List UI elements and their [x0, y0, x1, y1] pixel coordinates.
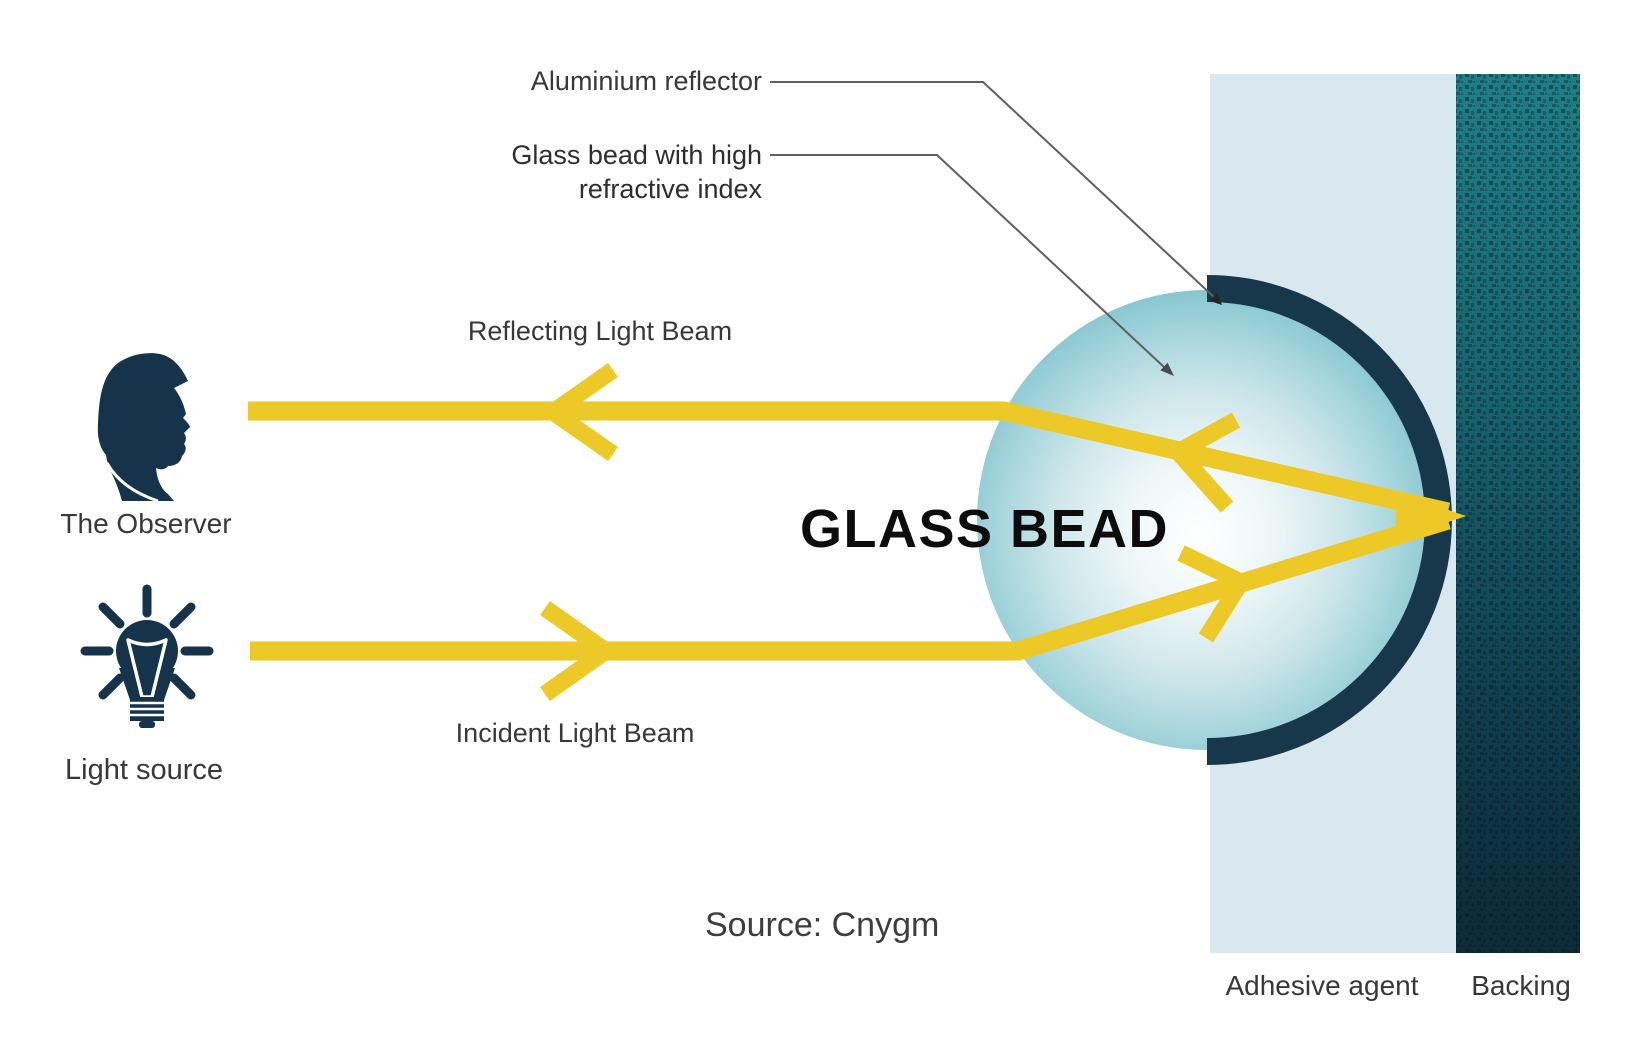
incident-light-beam: [250, 510, 1451, 661]
backing-label: Backing: [1471, 970, 1571, 1001]
backing-texture: [1456, 74, 1580, 953]
reflecting-beam-left-arrowhead: [538, 363, 618, 461]
reflecting-light-beam: [248, 401, 1451, 522]
bulb-filament: [126, 638, 168, 699]
bulb-base-threads: [126, 701, 168, 717]
observer-label: The Observer: [60, 508, 232, 539]
glass-bead-title: GLASS BEAD: [800, 499, 1170, 559]
light-bulb-rays: [80, 584, 214, 700]
aluminium-callout-line: [770, 81, 1216, 299]
light-source-label: Light source: [65, 754, 223, 786]
adhesive-agent-label: Adhesive agent: [1225, 970, 1419, 1001]
callout-lines: [770, 81, 1216, 368]
observer-collar-line: [105, 462, 159, 503]
glass-bead-callout-label: Glass bead with high refractive index: [511, 138, 762, 206]
aluminium-callout-dot: [1210, 293, 1222, 305]
reflected-slant-arrowhead: [1164, 412, 1241, 513]
observer-head-silhouette-icon: [97, 353, 190, 503]
light-beams: [248, 363, 1451, 701]
glass-bead-callout-line: [770, 154, 1165, 368]
glass-bead-callout-arrowhead: [1160, 362, 1174, 376]
beam-convergence-tip: [1396, 492, 1466, 540]
aluminium-reflector-label: Aluminium reflector: [530, 66, 762, 96]
incident-beam-right-arrowhead: [540, 601, 621, 701]
incident-beam-label: Incident Light Beam: [455, 718, 695, 748]
source-attribution: Source: Cnygm: [705, 906, 940, 944]
glass-bead-callout-line2: refractive index: [578, 174, 762, 204]
incident-slant-arrowhead: [1177, 545, 1254, 643]
reflecting-beam-label: Reflecting Light Beam: [467, 316, 733, 346]
glass-bead-callout-line1: Glass bead with high: [511, 140, 762, 170]
light-bulb-icon: [80, 584, 214, 728]
